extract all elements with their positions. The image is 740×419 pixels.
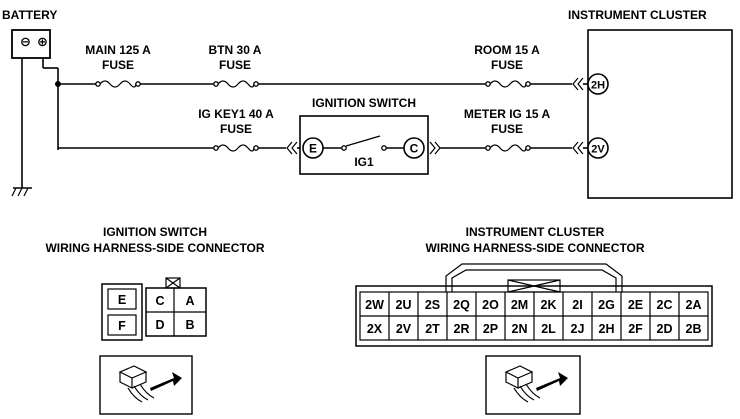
cluster-pin-2r: 2R [454, 322, 470, 336]
cluster-pin-2t: 2T [425, 322, 440, 336]
room-fuse-icon [485, 80, 531, 88]
connector-view-icon [99, 355, 193, 415]
cluster-pin-2a: 2A [686, 298, 702, 312]
terminal-2h-label: 2H [591, 80, 605, 92]
cluster-pin-2c: 2C [657, 298, 673, 312]
cluster-pin-2x: 2X [367, 322, 383, 336]
splice-point [55, 81, 61, 87]
switch-contact [381, 145, 387, 151]
ignition-switch-label: IGNITION SWITCH [312, 96, 416, 110]
cluster-pin-2o: 2O [482, 298, 499, 312]
cluster-pin-2g: 2G [598, 298, 615, 312]
room-fuse-label-2: FUSE [491, 58, 523, 72]
ignition-pin-a: A [185, 294, 194, 308]
igkey-fuse-label: IG KEY1 40 A [198, 107, 274, 121]
cluster-pin-2p: 2P [483, 322, 498, 336]
cluster-connector-title: INSTRUMENT CLUSTER [466, 225, 605, 239]
instrument-cluster-label: INSTRUMENT CLUSTER [568, 8, 707, 22]
instrument-cluster-box [587, 29, 733, 199]
ig1-label: IG1 [354, 155, 374, 169]
ignition-pin-d: D [155, 318, 164, 332]
btn-fuse-label: BTN 30 A [209, 43, 262, 57]
ignition-pin-c: C [155, 294, 164, 308]
btn-fuse-label-2: FUSE [219, 58, 251, 72]
btn-fuse-icon [213, 80, 259, 88]
cluster-pin-2s: 2S [425, 298, 440, 312]
ground-icon [11, 187, 32, 197]
igkey-fuse-icon [213, 144, 259, 152]
connector-chevron-icon [286, 141, 298, 155]
ignition-pin-b: B [185, 318, 194, 332]
cluster-connector-face [355, 263, 713, 347]
connector-chevron-icon [572, 77, 584, 91]
connector-chevron-icon [429, 141, 441, 155]
ignition-connector-subtitle: WIRING HARNESS-SIDE CONNECTOR [45, 241, 264, 255]
cluster-pin-2k: 2K [541, 298, 557, 312]
cluster-connector-subtitle: WIRING HARNESS-SIDE CONNECTOR [425, 241, 644, 255]
cluster-pin-2m: 2M [511, 298, 528, 312]
cluster-pin-2u: 2U [396, 298, 412, 312]
battery-label: BATTERY [2, 8, 57, 22]
cluster-pin-2w: 2W [365, 298, 384, 312]
cluster-pin-2b: 2B [686, 322, 702, 336]
connector-chevron-icon [572, 141, 584, 155]
cluster-pin-2v: 2V [396, 322, 412, 336]
cluster-pin-2j: 2J [571, 322, 585, 336]
main-fuse-label-2: FUSE [102, 58, 134, 72]
cluster-pin-2f: 2F [628, 322, 643, 336]
connector-view-icon [485, 355, 581, 415]
switch-terminal-c [403, 137, 425, 159]
main-fuse-label: MAIN 125 A [85, 43, 151, 57]
battery-symbol: ⊖ ⊕ [11, 29, 51, 59]
cluster-pin-2i: 2I [572, 298, 582, 312]
battery-plus-terminal: ⊕ [37, 34, 48, 49]
cluster-pin-2e: 2E [628, 298, 643, 312]
cluster-pin-2l: 2L [541, 322, 556, 336]
cluster-pin-2q: 2Q [453, 298, 470, 312]
terminal-2v-label: 2V [591, 144, 605, 156]
meter-fuse-label: METER IG 15 A [464, 107, 551, 121]
battery-minus-terminal: ⊖ [20, 34, 31, 49]
ignition-pin-f: F [118, 319, 126, 333]
terminal-2h [587, 73, 609, 95]
ignition-connector-face [101, 277, 207, 341]
cluster-pin-2n: 2N [512, 322, 528, 336]
room-fuse-label: ROOM 15 A [474, 43, 540, 57]
ignition-switch-box [299, 115, 429, 175]
switch-terminal-c-label: C [410, 142, 419, 156]
switch-contact [341, 145, 347, 151]
ignition-pin-e: E [118, 293, 126, 307]
ignition-connector-title: IGNITION SWITCH [103, 225, 207, 239]
cluster-pin-2h: 2H [599, 322, 615, 336]
igkey-fuse-label-2: FUSE [220, 122, 252, 136]
main-fuse-icon [95, 80, 141, 88]
switch-lever [345, 135, 381, 147]
cluster-pin-2d: 2D [657, 322, 673, 336]
switch-terminal-e-label: E [309, 142, 317, 156]
meter-fuse-label-2: FUSE [491, 122, 523, 136]
meter-fuse-icon [485, 144, 531, 152]
